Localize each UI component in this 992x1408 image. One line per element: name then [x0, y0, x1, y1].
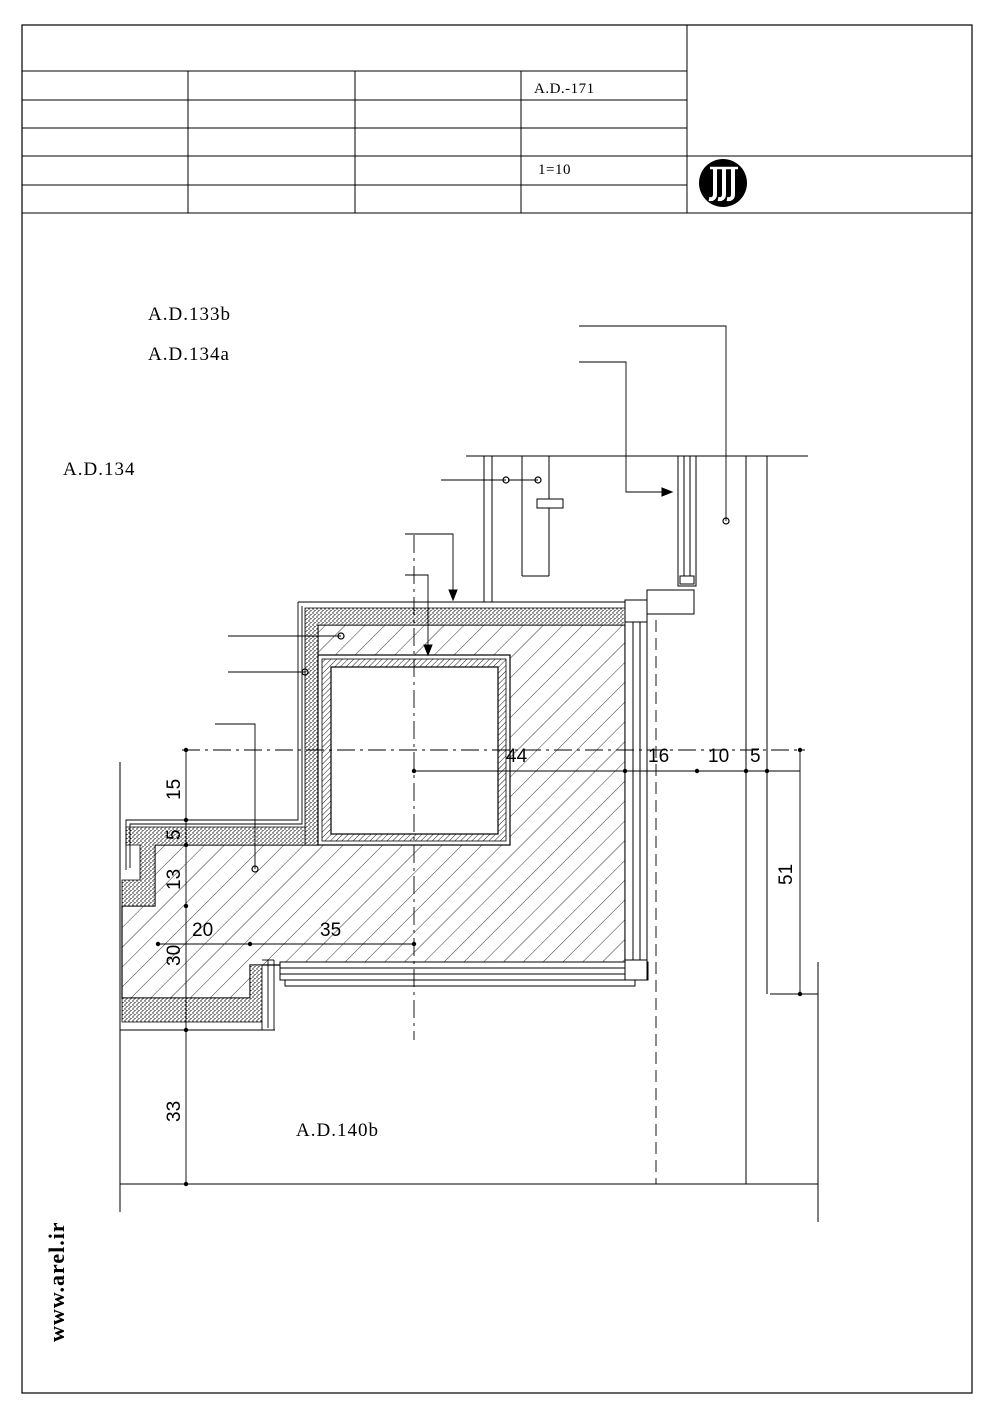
dimension-texts: 44 16 10 5 20 35 51 15 5 13 30 33: [164, 746, 797, 1122]
dim-35: 35: [320, 920, 341, 941]
dim-13: 13: [164, 869, 185, 890]
dim-15: 15: [164, 779, 185, 800]
ref-label-133b: A.D.133b: [148, 304, 231, 325]
ceiling-hangers: [483, 456, 564, 602]
ref-label-134a: A.D.134a: [148, 344, 230, 365]
dimension-ticks: [155, 747, 803, 1187]
dim-44: 44: [506, 746, 528, 767]
leader-lines: [215, 325, 727, 869]
drawing-code: A.D.-171: [534, 81, 595, 97]
logo-monogram-icon: [699, 159, 747, 207]
sheet-border: [21, 24, 973, 1394]
watermark-url: www.arel.ir: [44, 1221, 69, 1342]
drawing-scale: 1=10: [538, 162, 571, 178]
window-frame: [279, 455, 697, 987]
insulation-layer-bottom: [121, 964, 263, 1023]
dim-16: 16: [648, 746, 669, 767]
dim-30: 30: [164, 945, 185, 966]
title-block: [22, 25, 972, 214]
dim-5-left: 5: [164, 829, 185, 840]
ref-label-134: A.D.134: [63, 459, 136, 480]
dim-5: 5: [750, 746, 761, 767]
dim-20: 20: [192, 920, 213, 941]
base-lines: [119, 456, 819, 1222]
insulation-layer-left: [121, 826, 306, 907]
axis-lines: [182, 535, 805, 1040]
dim-51: 51: [776, 864, 797, 885]
dim-10: 10: [708, 746, 729, 767]
ref-label-140b: A.D.140b: [296, 1120, 379, 1141]
leader-markers: [251, 476, 730, 873]
dimension-lines: [158, 748, 818, 1184]
finish-lines: [125, 601, 625, 1030]
dim-33: 33: [164, 1101, 185, 1122]
